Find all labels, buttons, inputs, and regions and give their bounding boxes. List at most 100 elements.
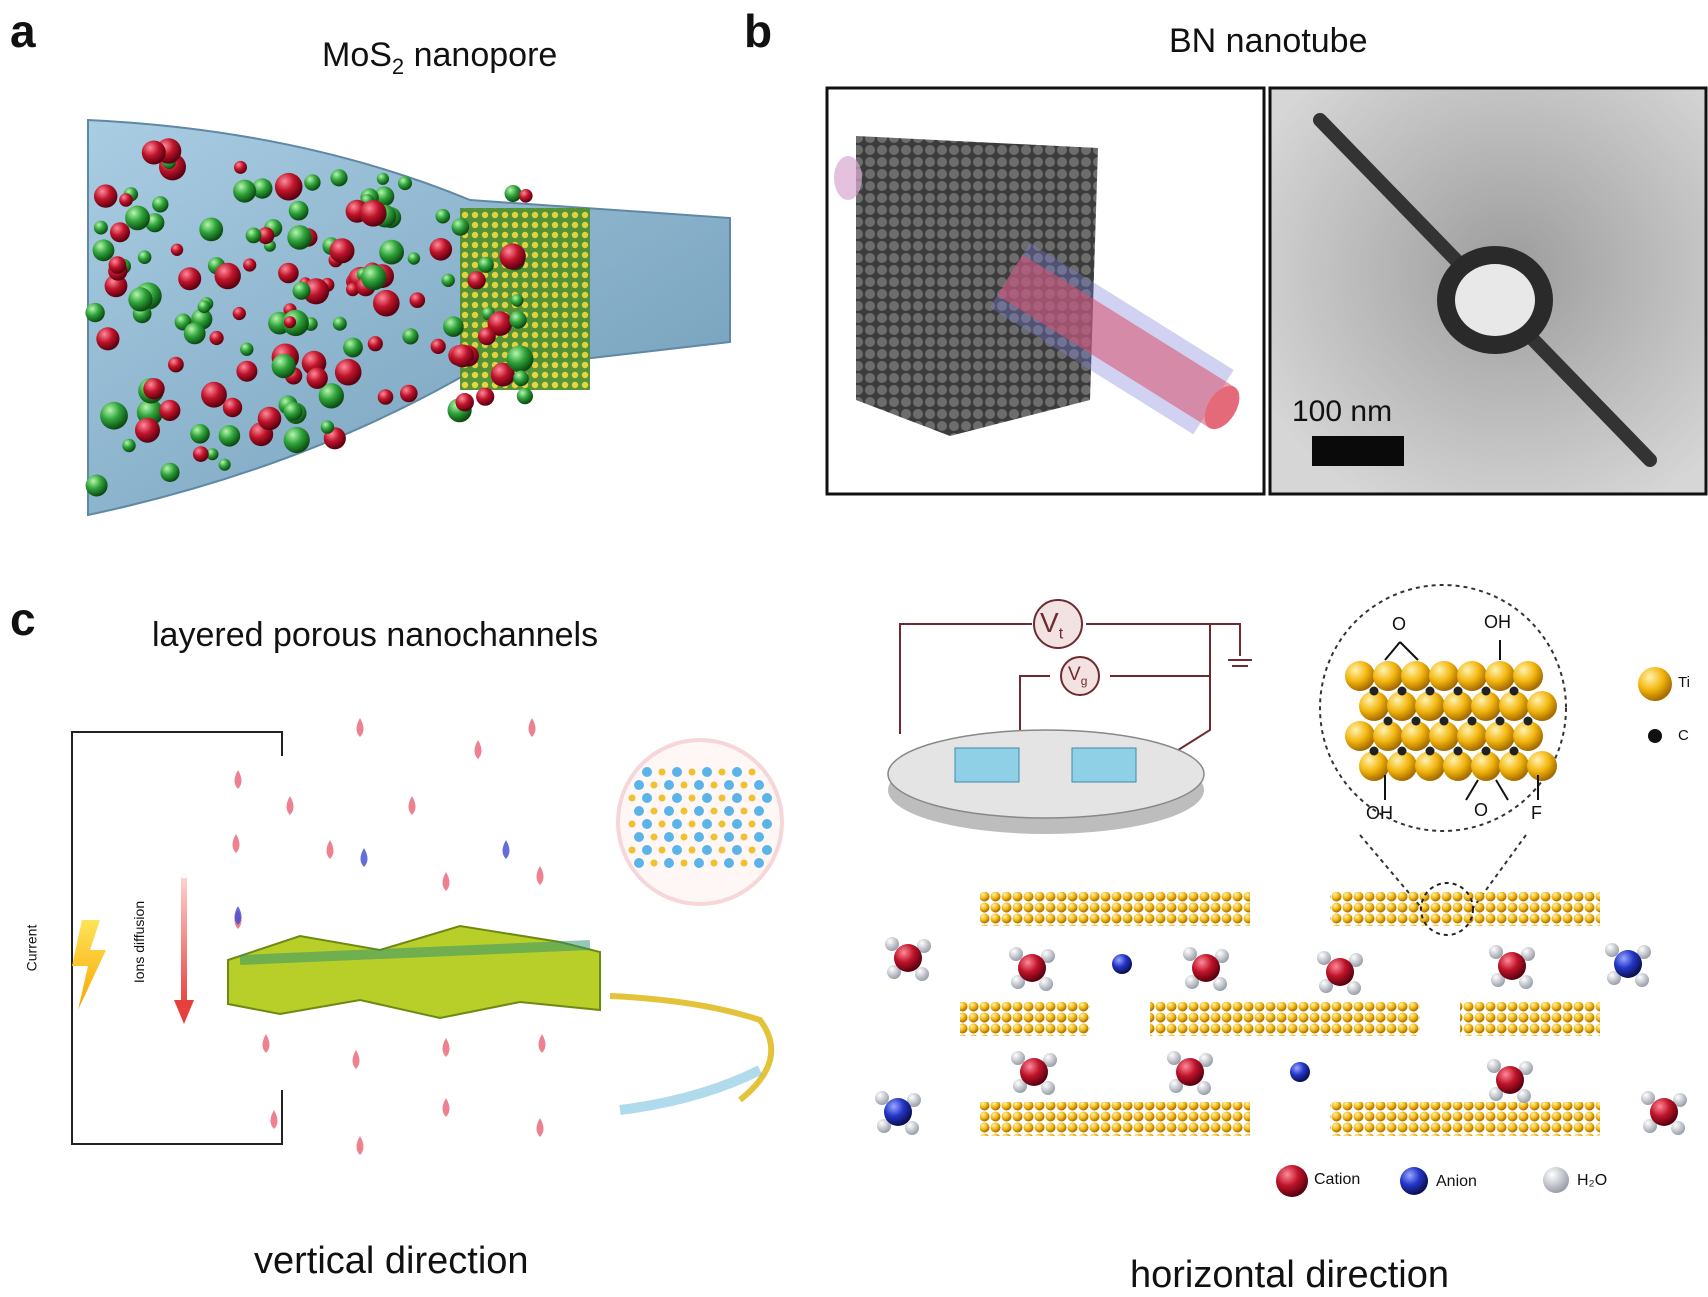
water-molecule [1197,1081,1211,1095]
lattice-atom [628,820,636,828]
cation-drop [270,1110,278,1129]
membrane-top [239,940,591,965]
ion-sphere [287,225,312,250]
cation-drop [234,770,242,789]
ti-sheet [1460,1002,1600,1024]
lattice-atom [688,794,696,802]
mos2-nanopore-render [85,118,731,517]
ion-sphere [257,227,275,245]
ion-sphere [104,274,128,298]
lattice-atom [702,845,712,855]
ti-sheet [960,1002,1090,1024]
anion [1614,950,1642,978]
lattice-atom [642,845,652,855]
ti-c-lattice [1345,661,1557,781]
ion-sphere [367,336,383,352]
ion-sphere [234,160,247,174]
diffusion-arrowhead [174,1000,194,1024]
ti-sheet-lower [1330,1122,1600,1136]
lattice-atom [664,832,674,842]
water-molecule [1487,1059,1501,1073]
ti-atom [1457,661,1487,691]
ion-sphere [429,238,453,261]
lattice-atom [702,793,712,803]
zoom-circle [1420,882,1474,936]
lattice-atom [718,794,726,802]
ti-sheet-lower [980,1122,1250,1136]
ion-sphere [435,208,451,224]
ion-sphere [510,294,524,307]
ion-sphere [376,172,389,185]
current-label: Current [23,924,40,972]
ion-sphere [245,227,262,244]
water-molecule [1519,1061,1533,1075]
vg-label: Vg [1068,664,1088,688]
ti-sheet [980,1102,1250,1124]
c-atom [1453,686,1463,696]
cation-drop [536,866,544,885]
ti-atom [1457,721,1487,751]
panel-c-title: layered porous nanochannels [152,616,599,654]
c-atom [1397,746,1407,756]
water-molecule [1041,1081,1055,1095]
lattice-atom [650,833,658,841]
cation-icon [1276,1165,1308,1197]
ion-sphere [441,273,455,287]
ion-sphere [110,222,130,243]
ion-sphere [183,322,206,345]
ion-sphere [402,328,419,345]
ion-sphere [128,287,153,312]
cation-drop [442,1098,450,1117]
water-molecule [1489,1087,1503,1101]
lattice-atom [694,858,704,868]
ion-sphere [509,311,527,329]
water-molecule [1169,1079,1183,1093]
water-molecule [875,1091,889,1105]
lattice-atom [658,768,666,776]
anion [1290,1062,1310,1082]
horizontal-direction-label: horizontal direction [1130,1254,1449,1296]
water-legend-label: H₂O [1577,1172,1608,1189]
ion-sphere [477,256,494,273]
vg-meter [1060,656,1100,696]
nanosheet-strand-blue [619,1065,763,1115]
cation [1326,958,1354,986]
water-molecule [1185,975,1199,989]
electrode-left [954,747,1020,783]
ion-sphere [400,384,418,403]
water-molecule [1637,945,1651,959]
ti-atom [1429,721,1459,751]
ti-atom [1513,721,1543,751]
lattice-atom [710,833,718,841]
lattice-atom [748,846,756,854]
ion-sphere [519,189,533,203]
ion-sphere [197,300,211,314]
c-atom [1453,746,1463,756]
water-molecule [907,1093,921,1107]
cation-drop [538,1034,546,1053]
lattice-atom [718,768,726,776]
ion-sphere [374,186,395,207]
ion-sphere [451,344,474,368]
ti-sheet-lower [1330,912,1600,926]
cation [1496,1066,1524,1094]
lattice-atom [724,806,734,816]
ion-sphere [407,252,421,265]
chem-label-f: F [1531,803,1542,823]
lattice-atom [642,767,652,777]
anion-legend-label: Anion [1436,1173,1477,1190]
water-molecule [1009,947,1023,961]
lattice-atom [664,780,674,790]
lattice-atom [732,793,742,803]
scale-bar [1312,436,1404,466]
panel-b-title: BN nanotube [1169,22,1368,60]
cation [1018,954,1046,982]
water-molecule [1673,1093,1687,1107]
vertical-direction-label: vertical direction [254,1240,529,1282]
bn-nanotube-simulation [834,136,1240,436]
lattice-atom [724,832,734,842]
ion-sphere [199,217,224,242]
lattice-atom [694,806,704,816]
ion-sphere [487,311,513,336]
ion-sphere [302,278,330,305]
